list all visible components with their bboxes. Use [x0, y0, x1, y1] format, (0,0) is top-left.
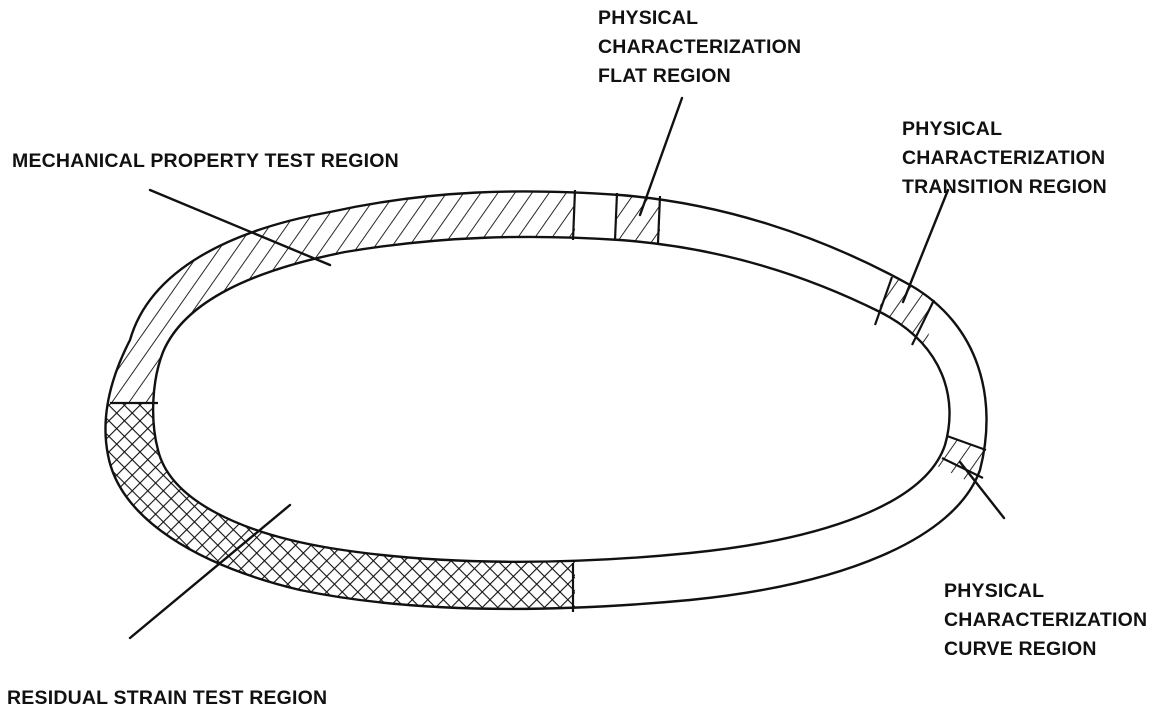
divider-trans-end: [911, 299, 935, 346]
leader-mechanical: [148, 188, 332, 267]
leader-transition: [901, 188, 950, 304]
leader-flat: [638, 96, 684, 217]
divider-mech-end: [571, 189, 577, 241]
label-transition-region: PHYSICAL CHARACTERIZATION TRANSITION REG…: [902, 118, 1111, 198]
divider-flat-end: [656, 195, 662, 244]
outer-wall: [104, 190, 988, 611]
divider-curve-end: [941, 457, 984, 479]
leader-curve: [958, 460, 1006, 520]
label-residual-strain: RESIDUAL STRAIN TEST REGION: [7, 687, 327, 706]
inner-wall: [151, 235, 951, 563]
divider-flat-start: [613, 192, 619, 241]
divider-trans-start: [873, 276, 894, 326]
label-flat-region: PHYSICAL CHARACTERIZATION FLAT REGION: [598, 7, 807, 87]
label-curve-region: PHYSICAL CHARACTERIZATION CURVE REGION: [944, 580, 1153, 660]
label-mechanical-property: MECHANICAL PROPERTY TEST REGION: [12, 150, 399, 172]
leader-residual: [128, 503, 292, 640]
divider-curve-start: [946, 434, 987, 452]
